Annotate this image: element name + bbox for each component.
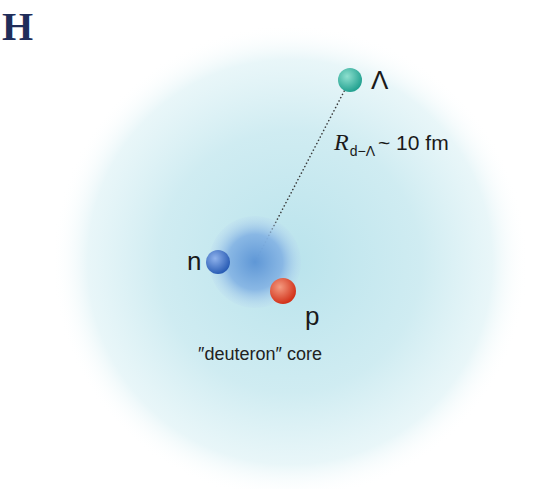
distance-symbol: R <box>334 128 349 156</box>
particle-label: Λ <box>371 65 388 95</box>
particle-ball <box>270 278 296 304</box>
particle-ball <box>206 250 230 274</box>
particle-label: p <box>305 301 319 331</box>
neutron-sphere: n <box>183 246 233 278</box>
lambda-halo <box>52 24 528 489</box>
lambda-sphere: Λ <box>336 62 406 98</box>
proton-sphere: p <box>268 276 328 332</box>
title-text: H <box>2 4 33 50</box>
particle-label: ″deuteron″ core <box>198 343 322 365</box>
distance-value: ~ 10 fm <box>378 129 449 157</box>
distance-symbol: d−Λ <box>350 143 375 159</box>
particle-label: n <box>187 246 201 276</box>
deuteron-core: ″deuteron″ core n p <box>175 200 345 380</box>
distance-annotation: Rd−Λ~ 10 fm <box>334 128 449 157</box>
particle-ball <box>338 68 362 92</box>
